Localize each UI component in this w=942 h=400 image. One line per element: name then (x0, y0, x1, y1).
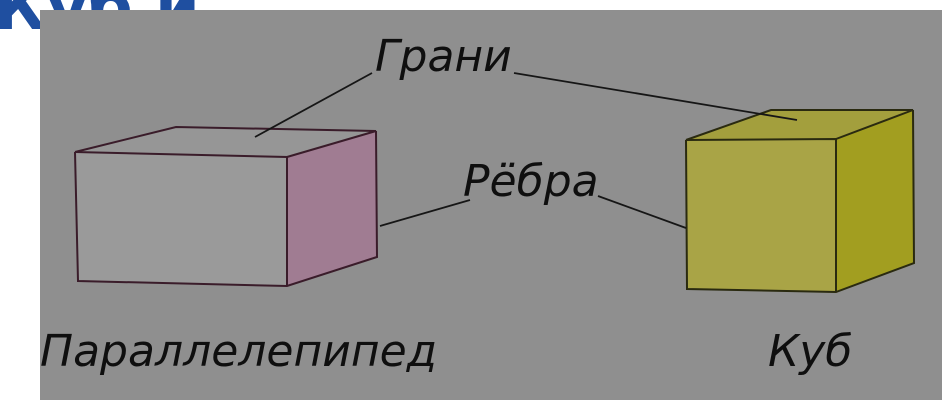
parallelepiped-label: Параллелепипед (40, 326, 437, 377)
cube-figure (685, 109, 916, 294)
parallelepiped-front-face (75, 152, 287, 286)
edges-label: Рёбра (463, 156, 599, 207)
leader-lines (254, 72, 798, 229)
cube-top-face (686, 110, 913, 140)
cube-label: Куб (768, 326, 852, 377)
cube-front-face (686, 139, 836, 292)
cube-edges (685, 109, 916, 294)
parallelepiped-edges (74, 125, 379, 288)
cube-side-face (836, 110, 914, 292)
parallelepiped-top-face (75, 127, 376, 157)
faces-leader-left (254, 72, 373, 138)
edges-leader-right (597, 195, 687, 229)
parallelepiped-side-face (287, 131, 377, 286)
edges-leader-left (379, 199, 471, 227)
faces-label: Грани (375, 31, 512, 82)
faces-leader-right (513, 72, 798, 121)
parallelepiped-figure (74, 125, 379, 288)
